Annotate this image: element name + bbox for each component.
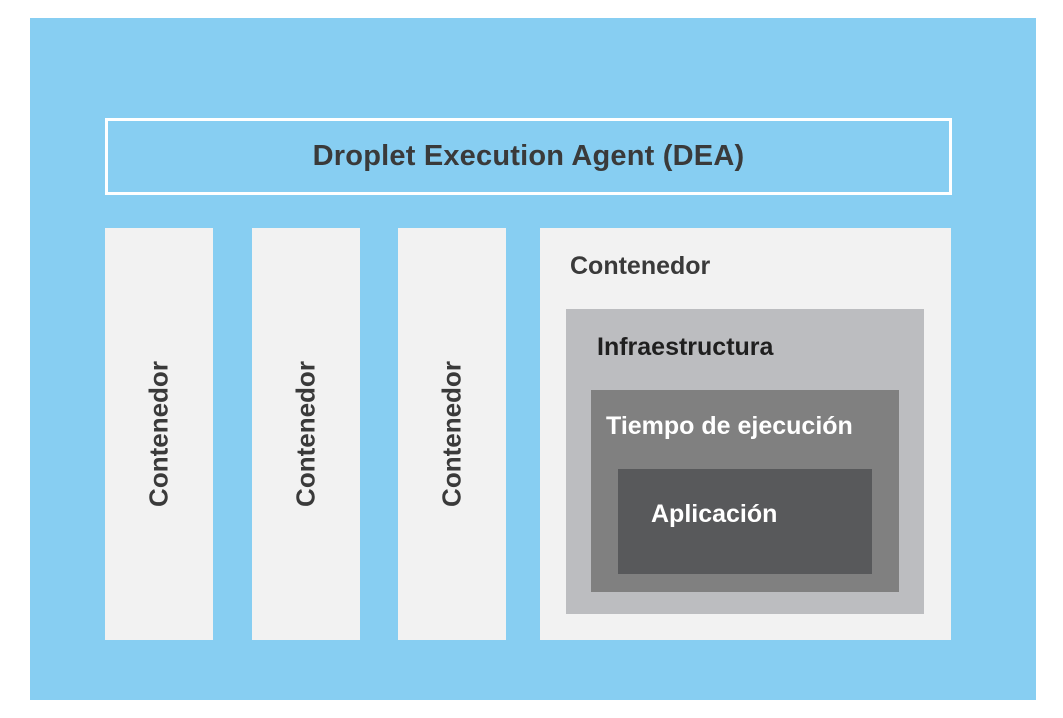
- container-label-1: Contenedor: [143, 361, 174, 507]
- container-label-3: Contenedor: [436, 361, 467, 507]
- infrastructure-label: Infraestructura: [597, 333, 774, 361]
- container-column-1: Contenedor: [105, 228, 213, 640]
- expanded-container: Contenedor Infraestructura Tiempo de eje…: [540, 228, 951, 640]
- runtime-layer: Tiempo de ejecución Aplicación: [591, 390, 899, 592]
- dea-label: Droplet Execution Agent (DEA): [312, 140, 745, 172]
- container-label-2: Contenedor: [290, 361, 321, 507]
- application-label: Aplicación: [651, 500, 778, 528]
- dea-bar: Droplet Execution Agent (DEA): [105, 118, 952, 195]
- dea-architecture-diagram: Droplet Execution Agent (DEA) Contenedor…: [30, 18, 1036, 700]
- infrastructure-layer: Infraestructura Tiempo de ejecución Apli…: [566, 309, 924, 614]
- expanded-container-label: Contenedor: [570, 252, 711, 280]
- application-layer: Aplicación: [618, 469, 872, 574]
- container-column-2: Contenedor: [252, 228, 360, 640]
- runtime-label: Tiempo de ejecución: [606, 412, 853, 440]
- container-column-3: Contenedor: [398, 228, 506, 640]
